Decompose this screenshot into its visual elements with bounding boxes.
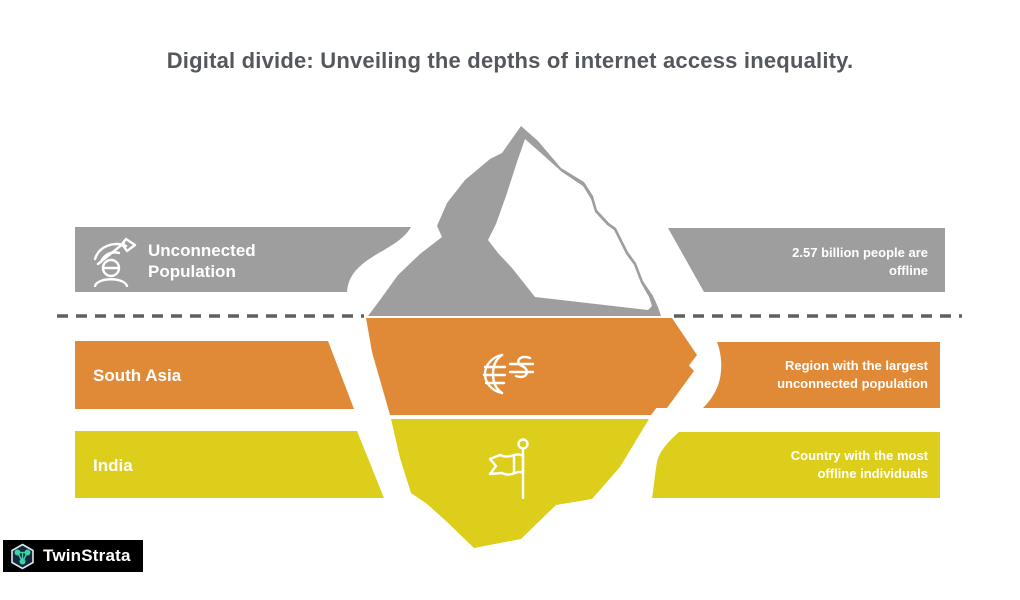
iceberg-mid-south-asia <box>366 318 697 415</box>
label-offline-count: 2.57 billion people are offline <box>792 245 928 279</box>
iceberg-bottom-india <box>391 419 649 548</box>
band-left-unconnected <box>75 227 411 292</box>
band-right-india <box>652 432 940 498</box>
band-left-india <box>75 431 384 498</box>
brand-name: TwinStrata <box>43 546 131 565</box>
iceberg-facet <box>488 139 652 310</box>
flag-icon <box>488 438 529 500</box>
globe-currency-icon <box>482 353 535 395</box>
band-right-unconnected <box>668 228 945 292</box>
label-region-fact: Region with the largest unconnected popu… <box>777 358 928 392</box>
label-country-fact: Country with the most offline individual… <box>790 448 928 482</box>
label-india: India <box>93 456 133 475</box>
band-left-south-asia <box>75 341 354 409</box>
hexagon-network-icon <box>11 543 34 569</box>
person-no-wifi-icon <box>93 237 137 287</box>
page-title: Digital divide: Unveiling the depths of … <box>166 48 854 73</box>
band-right-south-asia <box>703 342 940 408</box>
brand-logo: TwinStrata <box>3 540 143 572</box>
label-unconnected-population: Unconnected Population <box>148 241 256 282</box>
label-south-asia: South Asia <box>93 366 182 385</box>
